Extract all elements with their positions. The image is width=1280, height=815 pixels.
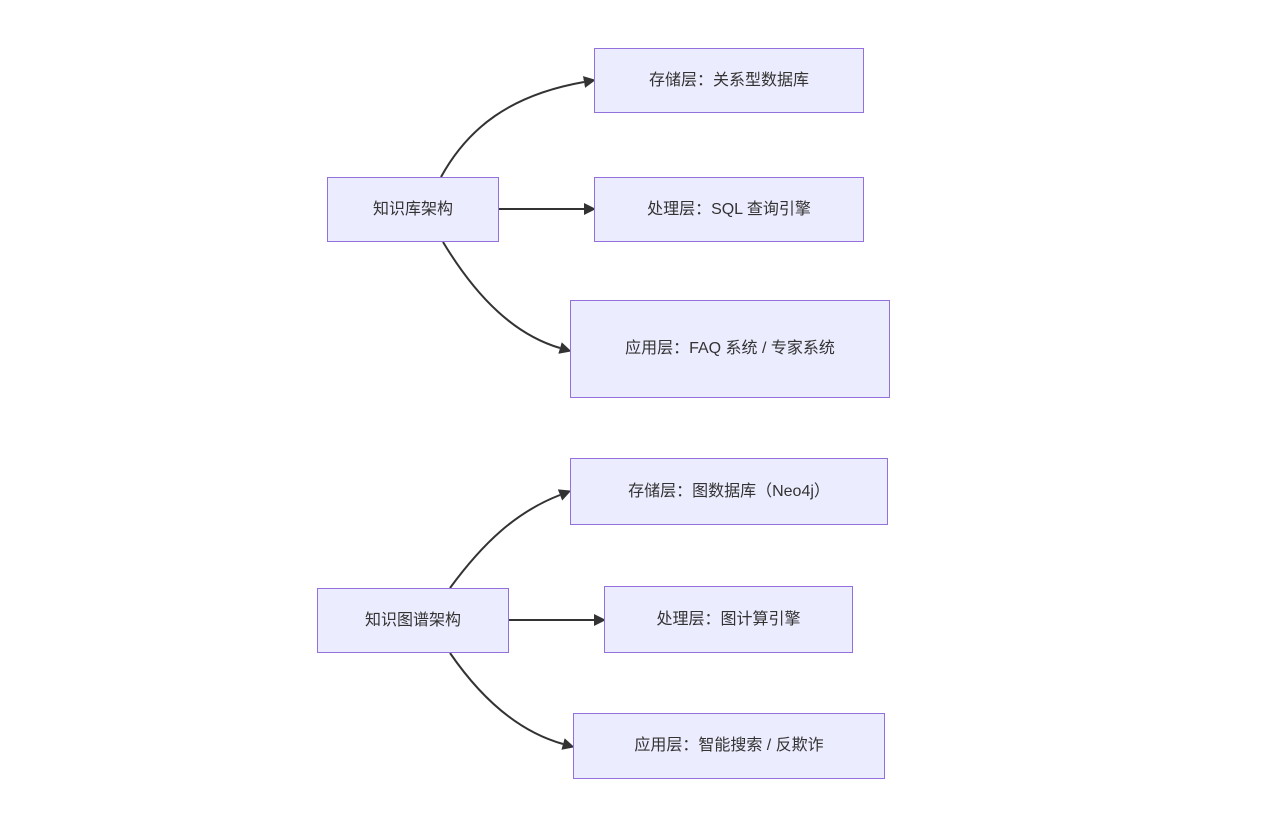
node-label: 应用层：FAQ 系统 / 专家系统: [625, 340, 835, 357]
node-label: 知识图谱架构: [364, 611, 461, 629]
node-knowledge-graph-architecture: 知识图谱架构: [317, 588, 509, 653]
edge-kb-to-storage: [440, 76, 596, 178]
edge-kg-to-storage: [449, 489, 572, 589]
node-kb-processing-layer: 处理层：SQL 查询引擎: [594, 177, 864, 242]
node-kb-application-layer: 应用层：FAQ 系统 / 专家系统: [570, 300, 890, 398]
node-kg-storage-layer: 存储层：图数据库（Neo4j）: [570, 458, 888, 525]
node-label: 存储层：图数据库（Neo4j）: [628, 482, 830, 500]
node-label: 处理层：图计算引擎: [656, 610, 801, 628]
node-label: 处理层：SQL 查询引擎: [647, 200, 811, 218]
node-knowledge-base-architecture: 知识库架构: [327, 177, 499, 242]
node-label: 知识库架构: [372, 200, 453, 218]
node-label: 存储层：关系型数据库: [648, 71, 809, 89]
node-label: 应用层：智能搜索 / 反欺诈: [634, 737, 824, 754]
node-kg-processing-layer: 处理层：图计算引擎: [604, 586, 853, 653]
edge-kg-to-app: [449, 652, 575, 750]
edge-kb-to-app: [442, 241, 572, 354]
node-kg-application-layer: 应用层：智能搜索 / 反欺诈: [573, 713, 885, 779]
node-kb-storage-layer: 存储层：关系型数据库: [594, 48, 864, 113]
